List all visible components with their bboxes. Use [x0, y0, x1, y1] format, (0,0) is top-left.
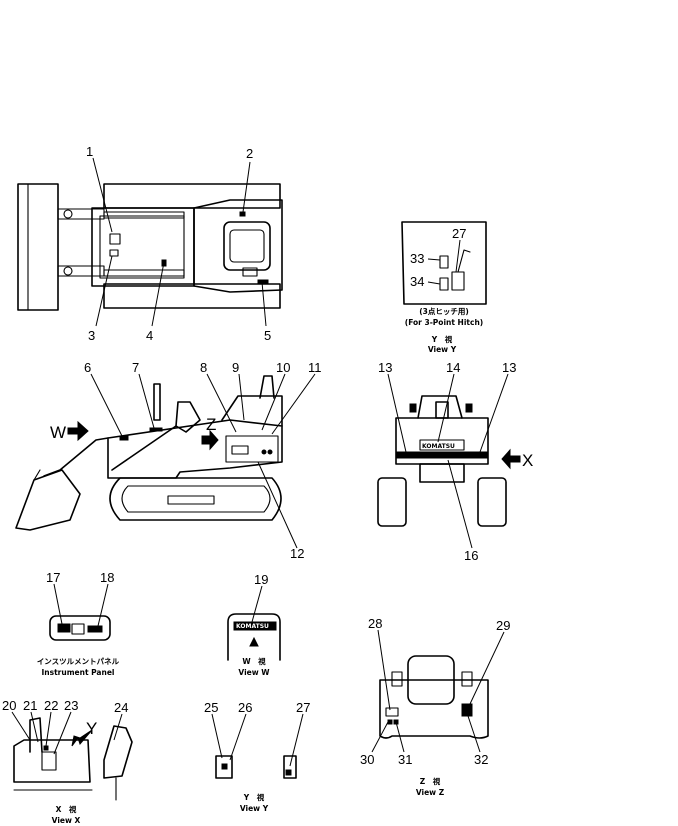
- view-w-panel: KOMATSU: [227, 613, 281, 661]
- callout-29: 29: [496, 618, 510, 633]
- callout-6: 6: [84, 360, 91, 375]
- front-plate-brand: KOMATSU: [422, 443, 455, 450]
- arrow-z-icon: [201, 429, 219, 451]
- callout-28: 28: [368, 616, 382, 631]
- callout-2: 2: [246, 146, 253, 161]
- caption-view-y2-jp: Y 視: [243, 792, 265, 802]
- caption-panel-en: Instrument Panel: [41, 668, 114, 677]
- caption-view-y-jp: Y 視: [431, 334, 453, 344]
- view-y-decals: [215, 755, 297, 779]
- callout-8: 8: [200, 360, 207, 375]
- callout-16: 16: [464, 548, 478, 563]
- front-view-dozer: KOMATSU: [377, 395, 507, 527]
- callout-21: 21: [23, 698, 37, 713]
- callout-numbers: 1 2 3 4 5 6 7 8 9 10 11 12 13 14 13 16 2…: [2, 144, 516, 767]
- view-letter-w: W: [50, 423, 66, 442]
- view-letter-x: X: [522, 451, 533, 470]
- callout-27b: 27: [296, 700, 310, 715]
- caption-view-y2-en: View Y: [240, 804, 269, 813]
- caption-hitch-jp: (3点ヒッチ用): [419, 306, 469, 316]
- instrument-panel: [49, 615, 111, 641]
- callout-33: 33: [410, 251, 424, 266]
- rear-plate-brand: KOMATSU: [236, 623, 269, 630]
- callout-11: 11: [308, 360, 322, 375]
- callout-13b: 13: [502, 360, 516, 375]
- captions: (3点ヒッチ用) (For 3-Point Hitch) Y 視 View Y …: [37, 306, 483, 825]
- callout-20: 20: [2, 698, 16, 713]
- callout-5: 5: [264, 328, 271, 343]
- callout-32: 32: [474, 752, 488, 767]
- top-view-dozer: [17, 183, 283, 311]
- callout-18: 18: [100, 570, 114, 585]
- caption-view-x-jp: X 視: [56, 804, 77, 814]
- arrow-y-icon: [71, 729, 93, 747]
- caption-view-z-jp: Z 視: [420, 776, 441, 786]
- callout-23: 23: [64, 698, 78, 713]
- callout-25: 25: [204, 700, 218, 715]
- caption-view-z-en: View Z: [416, 788, 445, 797]
- callout-14: 14: [446, 360, 460, 375]
- callout-31: 31: [398, 752, 412, 767]
- caption-view-w-en: View W: [238, 668, 270, 677]
- view-z-rear: [379, 655, 489, 739]
- callout-4: 4: [146, 328, 153, 343]
- callout-34: 34: [410, 274, 424, 289]
- callout-17: 17: [46, 570, 60, 585]
- callout-3: 3: [88, 328, 95, 343]
- caption-view-w-jp: W 視: [242, 656, 266, 666]
- callout-9: 9: [232, 360, 239, 375]
- callout-22: 22: [44, 698, 58, 713]
- arrow-x-icon: [501, 448, 521, 470]
- view-letter-y: Y: [86, 719, 97, 738]
- callout-10: 10: [276, 360, 290, 375]
- callout-30: 30: [360, 752, 374, 767]
- callout-26: 26: [238, 700, 252, 715]
- caption-view-x-en: View X: [52, 816, 81, 825]
- callout-19: 19: [254, 572, 268, 587]
- callout-7: 7: [132, 360, 139, 375]
- callout-27a: 27: [452, 226, 466, 241]
- view-letter-z: Z: [206, 415, 216, 434]
- callout-13a: 13: [378, 360, 392, 375]
- caption-panel-jp: インスツルメントパネル: [37, 656, 120, 666]
- callout-24: 24: [114, 700, 128, 715]
- callout-1: 1: [86, 144, 93, 159]
- side-view-dozer: [15, 375, 283, 531]
- arrow-w-icon: [67, 420, 89, 442]
- leader-lines: [11, 157, 509, 767]
- caption-hitch-en: (For 3-Point Hitch): [405, 318, 483, 327]
- view-arrows: [67, 420, 521, 747]
- caption-view-y-en: View Y: [428, 345, 457, 354]
- callout-12: 12: [290, 546, 304, 561]
- view-y-hitch: [401, 221, 487, 305]
- view-x-console: [13, 717, 133, 801]
